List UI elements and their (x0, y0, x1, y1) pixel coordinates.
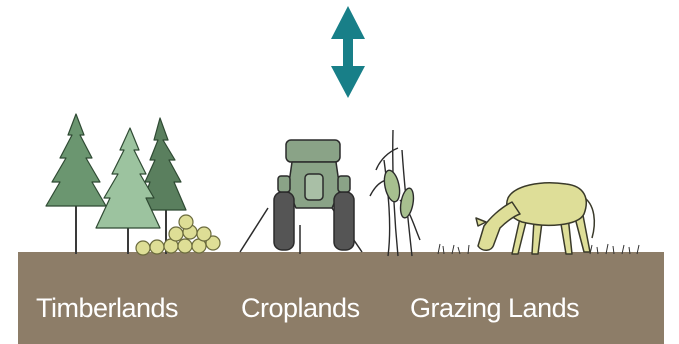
croplands-label: Croplands (241, 293, 360, 324)
conifer-trees-icon (46, 114, 186, 254)
grazing-lands-label: Grazing Lands (410, 293, 579, 324)
double-arrow-icon (331, 6, 365, 98)
corn-stalk-icon (370, 130, 420, 256)
timberlands-label: Timberlands (36, 293, 178, 324)
grazing-cow-icon (476, 183, 594, 254)
tractor-icon (240, 140, 362, 254)
